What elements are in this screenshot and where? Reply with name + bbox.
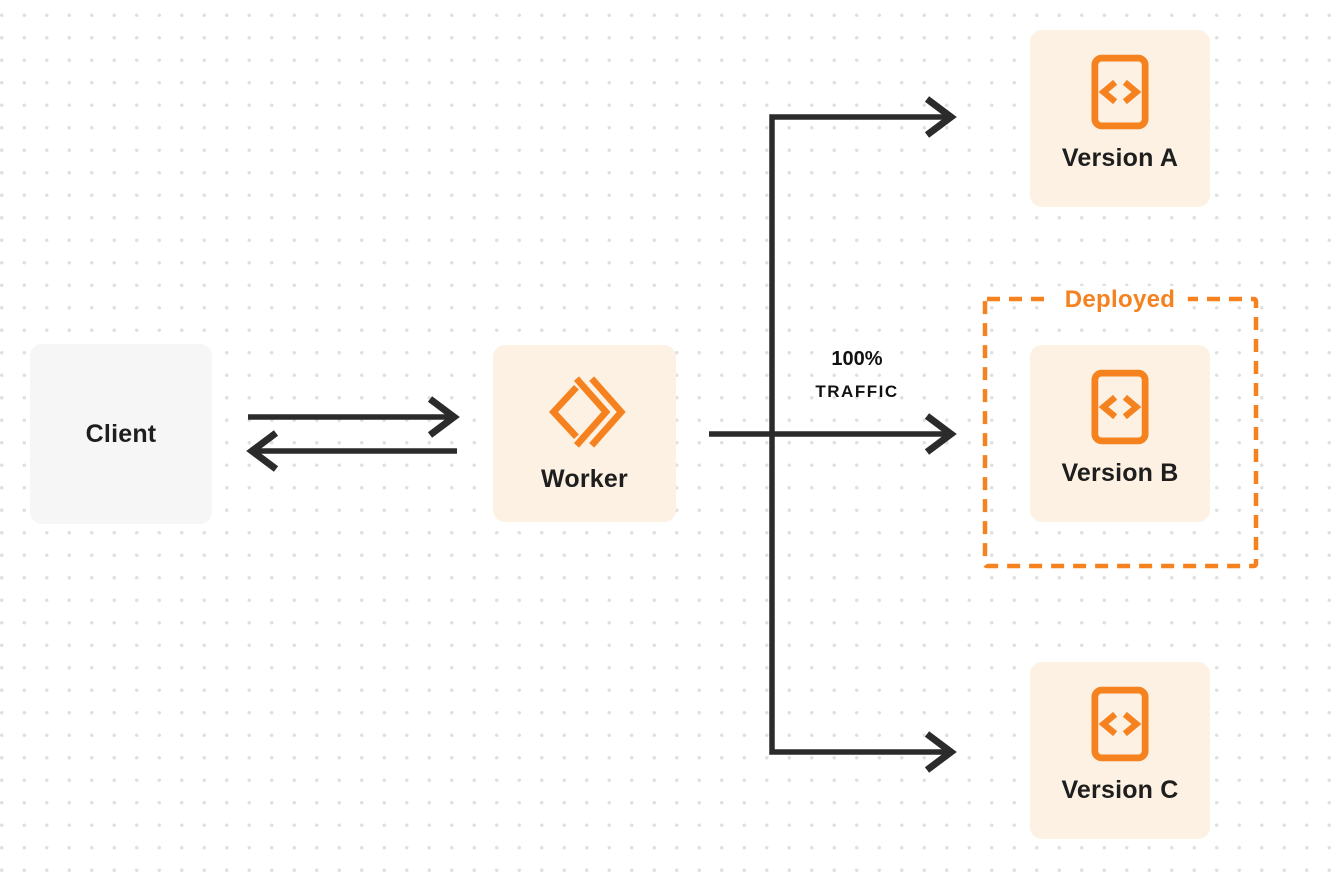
- traffic-label: 100% TRAFFIC: [807, 349, 907, 400]
- version-b-label: Version B: [1061, 459, 1179, 487]
- code-file-icon: [1091, 369, 1149, 445]
- node-version-b: Version B: [1030, 345, 1210, 522]
- cloudflare-workers-logo-icon: [548, 376, 626, 448]
- arrowhead-right-icon: [427, 396, 460, 438]
- traffic-percent: 100%: [831, 348, 883, 370]
- code-file-icon: [1091, 686, 1149, 762]
- node-worker: Worker: [493, 345, 676, 522]
- worker-label: Worker: [541, 465, 628, 493]
- deployed-label: Deployed: [1051, 286, 1189, 314]
- version-c-label: Version C: [1061, 776, 1179, 804]
- client-label: Client: [85, 419, 157, 448]
- arrowhead-version-a-icon: [924, 96, 957, 138]
- node-version-a: Version A: [1030, 30, 1210, 207]
- version-a-label: Version A: [1061, 144, 1179, 172]
- traffic-word: TRAFFIC: [815, 382, 899, 401]
- code-file-icon: [1091, 54, 1149, 130]
- arrowhead-left-icon: [246, 430, 279, 472]
- node-client: Client: [30, 344, 212, 524]
- arrowhead-version-b-icon: [924, 413, 957, 455]
- arrowhead-version-c-icon: [924, 731, 957, 773]
- node-version-c: Version C: [1030, 662, 1210, 839]
